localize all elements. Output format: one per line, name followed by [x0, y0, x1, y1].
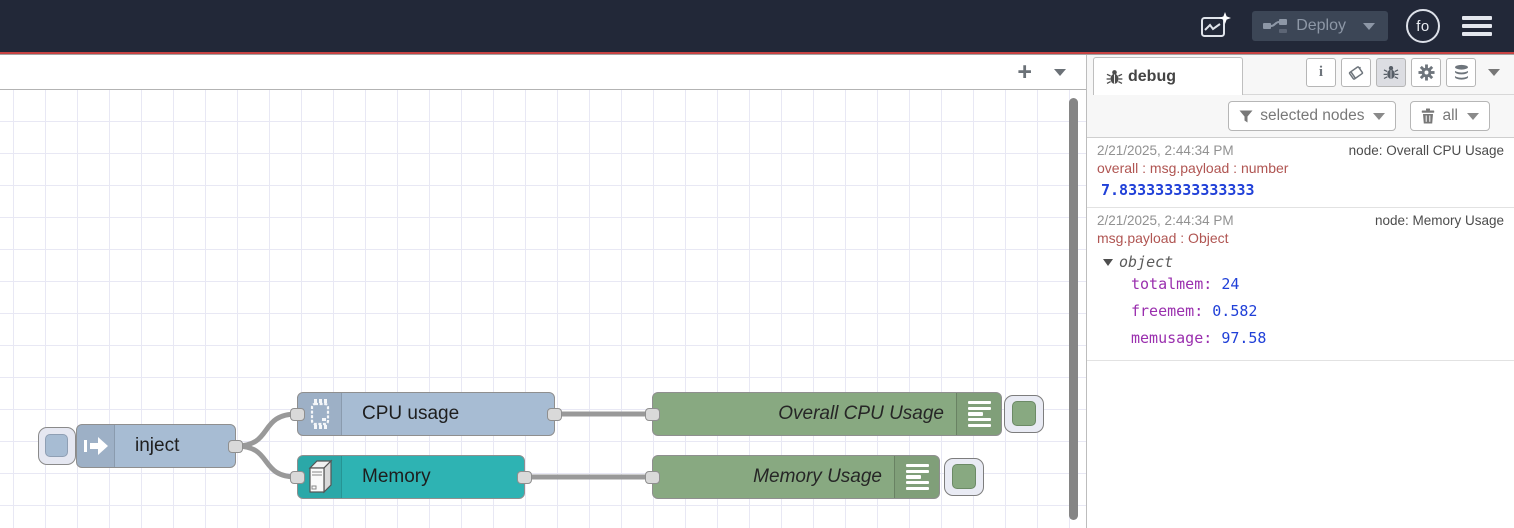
object-entry[interactable]: totalmem: 24: [1097, 271, 1504, 298]
debug-message[interactable]: 2/21/2025, 2:44:34 PM node: Overall CPU …: [1087, 138, 1514, 208]
debug-filter-button[interactable]: selected nodes: [1228, 101, 1397, 131]
clear-caret: [1467, 112, 1479, 120]
debug-filter-label: selected nodes: [1260, 107, 1365, 124]
info-icon: i: [1318, 64, 1324, 80]
node-debug-overall-cpu[interactable]: Overall CPU Usage: [645, 392, 1002, 436]
output-port[interactable]: [547, 407, 562, 421]
debug-lines-icon: [894, 456, 939, 498]
node-label: Overall CPU Usage: [778, 403, 944, 424]
flow-assistant-button[interactable]: [1196, 9, 1234, 43]
gear-icon: [1417, 64, 1435, 81]
message-value: 7.833333333333333: [1101, 181, 1255, 199]
sidebar-tab-bar: debug i: [1087, 55, 1514, 95]
entry-key: memusage:: [1131, 329, 1213, 347]
message-source-node: node: Memory Usage: [1374, 213, 1504, 228]
collapse-caret-icon[interactable]: [1103, 258, 1113, 266]
database-icon: [1453, 64, 1470, 81]
entry-key: freemem:: [1131, 302, 1204, 320]
scrollbar-thumb[interactable]: [1069, 98, 1078, 520]
debug-panel-button[interactable]: [1376, 58, 1406, 87]
workspace-column: +: [0, 55, 1086, 528]
chart-sparkle-icon: [1199, 11, 1232, 41]
user-avatar-initials: fo: [1416, 17, 1430, 35]
user-avatar[interactable]: fo: [1406, 9, 1440, 43]
inject-arrow-icon: [77, 425, 115, 467]
message-source-node: node: Overall CPU Usage: [1348, 143, 1504, 158]
debug-toolbar: selected nodes all: [1087, 95, 1514, 137]
node-label: Memory Usage: [753, 466, 882, 487]
entry-value: 97.58: [1221, 329, 1267, 347]
inject-trigger-button[interactable]: [38, 427, 76, 465]
debug-lines-icon: [956, 393, 1001, 435]
debug-toggle-state: [1012, 401, 1036, 426]
debug-toggle-state: [952, 464, 976, 489]
sidebar-menu-caret[interactable]: [1488, 69, 1500, 76]
node-inject[interactable]: inject: [76, 424, 243, 468]
output-port[interactable]: [517, 470, 532, 484]
message-timestamp: 2/21/2025, 2:44:34 PM: [1097, 143, 1234, 158]
message-property-path: msg.payload : Object: [1097, 230, 1229, 246]
inject-trigger-inner: [45, 434, 68, 457]
node-label: inject: [135, 435, 180, 456]
debug-clear-label: all: [1442, 107, 1458, 124]
filter-caret: [1373, 112, 1386, 120]
debug-message[interactable]: 2/21/2025, 2:44:34 PM node: Memory Usage…: [1087, 208, 1514, 361]
context-data-button[interactable]: [1446, 58, 1476, 87]
flow-tab-bar: +: [0, 55, 1086, 90]
node-debug-memory-usage[interactable]: Memory Usage: [645, 455, 940, 499]
input-port[interactable]: [645, 407, 660, 421]
debug-toggle-button[interactable]: [1004, 395, 1044, 433]
config-nodes-button[interactable]: [1411, 58, 1441, 87]
object-entry[interactable]: memusage: 97.58: [1097, 325, 1504, 352]
wire[interactable]: [233, 443, 300, 480]
entry-value: 24: [1221, 275, 1240, 293]
object-entry[interactable]: freemem: 0.582: [1097, 298, 1504, 325]
input-port[interactable]: [290, 470, 305, 484]
node-label: Memory: [362, 466, 431, 487]
flow-list-caret[interactable]: [1054, 68, 1066, 76]
canvas-vertical-scrollbar[interactable]: [1069, 98, 1078, 520]
debug-message-list: 2/21/2025, 2:44:34 PM node: Overall CPU …: [1087, 137, 1514, 528]
add-flow-button[interactable]: +: [1017, 57, 1032, 86]
input-port[interactable]: [645, 470, 660, 484]
node-memory[interactable]: Memory: [290, 455, 532, 499]
wire[interactable]: [233, 411, 300, 449]
bug-icon: [1106, 69, 1123, 85]
tab-debug-label: debug: [1128, 67, 1176, 85]
trash-icon: [1421, 108, 1435, 124]
tab-debug[interactable]: debug: [1093, 57, 1243, 95]
header-bar: Deploy fo: [0, 0, 1514, 52]
object-type-label: object: [1119, 253, 1174, 271]
sidebar: debug i: [1086, 55, 1514, 528]
message-property-path: overall : msg.payload : number: [1097, 160, 1289, 176]
main-menu-button[interactable]: [1462, 16, 1492, 36]
wire-layer: [233, 411, 655, 480]
deploy-button[interactable]: Deploy: [1252, 11, 1388, 41]
debug-toggle-button[interactable]: [944, 458, 984, 496]
deploy-flow-icon: [1263, 18, 1288, 34]
server-tower-icon: [298, 456, 342, 498]
filter-funnel-icon: [1239, 110, 1253, 123]
message-timestamp: 2/21/2025, 2:44:34 PM: [1097, 213, 1234, 228]
book-icon: [1347, 64, 1365, 82]
node-label: CPU usage: [362, 403, 460, 424]
cpu-chip-icon: [298, 393, 342, 435]
deploy-dropdown-caret[interactable]: [1363, 22, 1375, 30]
info-panel-button[interactable]: i: [1306, 58, 1336, 87]
entry-key: totalmem:: [1131, 275, 1213, 293]
node-cpu-usage[interactable]: CPU usage: [290, 392, 562, 436]
header-accent-line: [0, 52, 1514, 55]
entry-value: 0.582: [1212, 302, 1258, 320]
bug-icon: [1383, 65, 1399, 80]
debug-clear-button[interactable]: all: [1410, 101, 1490, 131]
output-port[interactable]: [228, 439, 243, 453]
deploy-button-label: Deploy: [1296, 17, 1346, 34]
flow-canvas[interactable]: inject CPU usage: [0, 90, 1086, 528]
input-port[interactable]: [290, 407, 305, 421]
help-panel-button[interactable]: [1341, 58, 1371, 87]
